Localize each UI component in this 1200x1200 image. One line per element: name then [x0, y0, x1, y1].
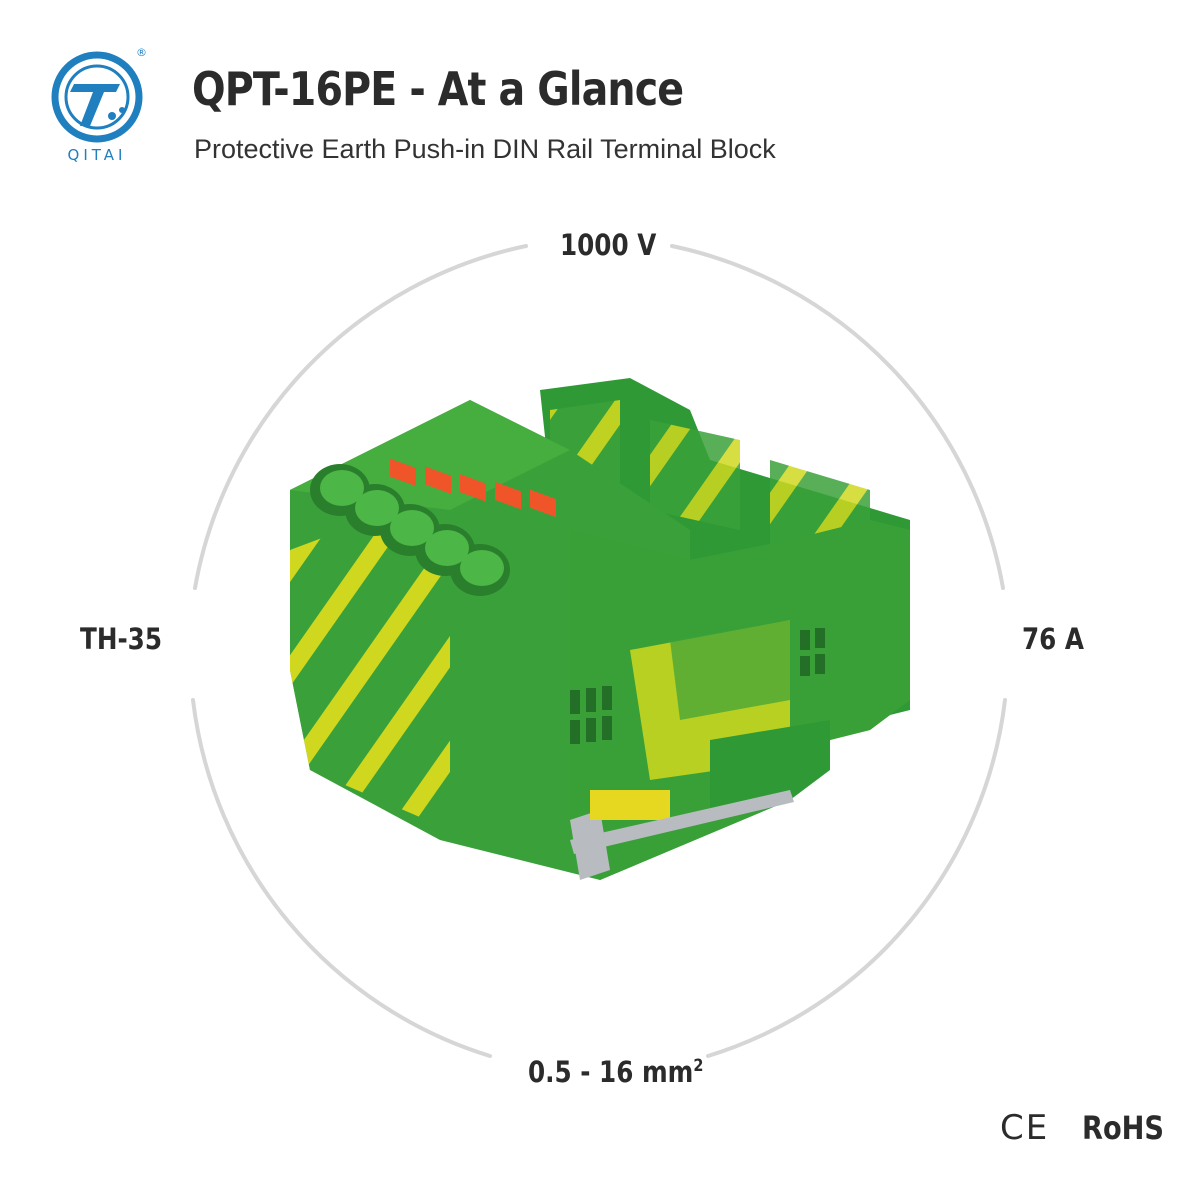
brand-logo: ® QITAI — [50, 46, 150, 170]
spec-wire-section: 0.5 - 16 mm2 — [528, 1055, 703, 1089]
ring-arc-top-left — [193, 244, 528, 590]
terminal-block-illustration — [290, 378, 910, 880]
ring-arc-bottom-right — [706, 698, 1007, 1058]
ring-arc-bottom-left — [191, 698, 492, 1058]
spec-rail-type: TH-35 — [80, 622, 162, 656]
rohs-mark: RoHS — [1082, 1109, 1165, 1147]
spec-wire-section-superscript: 2 — [693, 1056, 704, 1076]
page-subtitle: Protective Earth Push-in DIN Rail Termin… — [194, 134, 776, 164]
brand-name: QITAI — [67, 146, 127, 164]
page-title: QPT-16PE - At a Glance — [192, 62, 684, 116]
spec-voltage: 1000 V — [560, 228, 657, 262]
spec-wire-section-value: 0.5 - 16 mm — [528, 1055, 694, 1089]
certifications: CE RoHS — [1000, 1108, 1179, 1148]
ring-arc-top-right — [670, 244, 1005, 590]
registered-mark: ® — [136, 46, 147, 59]
spec-current: 76 A — [1022, 622, 1084, 656]
ce-mark: CE — [1000, 1108, 1050, 1148]
qitai-logo-icon — [51, 51, 143, 143]
